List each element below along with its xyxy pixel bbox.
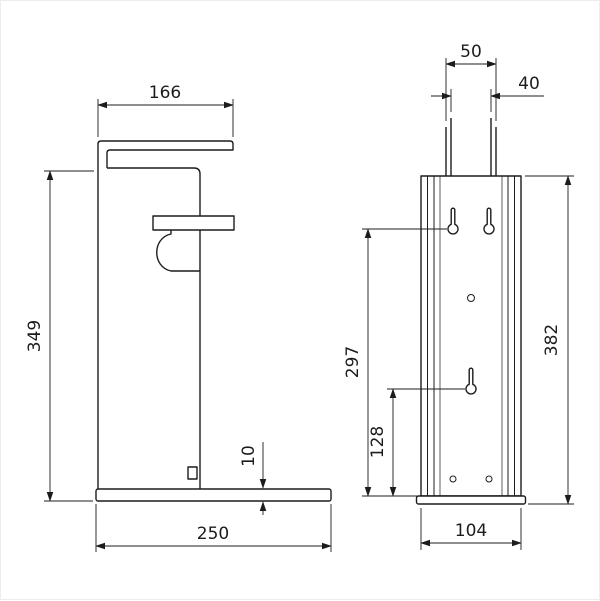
screw-hole-middle	[467, 294, 475, 302]
dim-label-lower-hole: 128	[368, 426, 388, 458]
dim-base-depth: 250	[95, 504, 332, 552]
dim-upper-holes-height: 297	[343, 228, 447, 497]
dim-label-body-width: 104	[455, 521, 487, 541]
dim-label-total-height: 382	[542, 324, 562, 356]
dim-label-upper-holes: 297	[343, 346, 363, 378]
dim-label-lever-length: 166	[149, 83, 181, 103]
dim-label-lever-inner-width: 40	[518, 74, 540, 94]
dim-label-height: 349	[25, 320, 45, 352]
keyhole-top-left	[447, 207, 459, 235]
lever-arm-side	[97, 140, 234, 172]
base-plate-side	[95, 488, 332, 502]
dim-label-lever-outer-width: 50	[460, 42, 482, 62]
screw-hole-bottom-right	[485, 475, 493, 483]
dim-label-base-depth: 250	[197, 524, 229, 544]
dim-base-thickness: 10	[239, 442, 267, 515]
body-outline-side	[107, 167, 201, 489]
keyhole-top-right	[483, 207, 495, 235]
dim-height: 349	[25, 170, 94, 502]
front-view	[415, 118, 527, 505]
keyhole-lower	[465, 367, 477, 395]
side-view	[95, 140, 332, 502]
dim-lever-inner-width: 40	[431, 74, 544, 112]
holder-curve	[156, 230, 200, 272]
dim-label-base-thickness: 10	[239, 445, 259, 467]
dim-lever-outer-width: 50	[445, 42, 497, 121]
body-outline-front	[420, 175, 522, 497]
dim-lever-length: 166	[97, 83, 234, 137]
dim-lower-hole-height: 128	[368, 388, 465, 497]
screw-hole-bottom-left	[449, 475, 457, 483]
detail-plate	[187, 466, 198, 480]
dim-body-width: 104	[420, 508, 522, 550]
dim-total-height: 382	[525, 175, 574, 505]
base-plate-front	[415, 495, 527, 505]
spout	[152, 215, 235, 231]
